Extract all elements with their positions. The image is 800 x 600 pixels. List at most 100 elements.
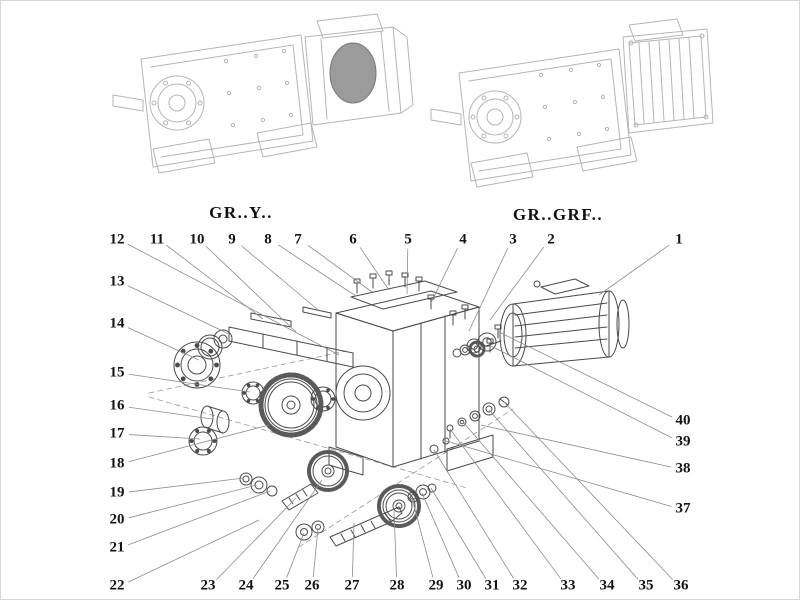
callout-number-23: 23	[200, 577, 216, 594]
callout-number-28: 28	[389, 577, 405, 594]
leader-line-28	[393, 510, 397, 578]
leader-line-7	[307, 244, 373, 293]
leader-line-30	[421, 492, 460, 578]
leader-line-21	[128, 490, 271, 546]
callout-number-38: 38	[675, 460, 691, 477]
lower-gear	[377, 484, 421, 528]
leader-line-6	[359, 247, 390, 291]
leader-line-22	[127, 519, 260, 583]
callout-number-31: 31	[484, 577, 500, 594]
large-gear	[258, 372, 324, 438]
exploded-view	[148, 270, 630, 548]
leader-line-40	[498, 331, 673, 418]
callout-number-33: 33	[560, 577, 576, 594]
callout-number-15: 15	[109, 364, 125, 381]
leader-line-15	[128, 373, 251, 393]
callout-number-24: 24	[238, 577, 254, 594]
callout-number-14: 14	[109, 315, 125, 332]
callout-number-34: 34	[599, 577, 615, 594]
leader-line-24	[252, 479, 323, 579]
leader-line-34	[462, 421, 600, 580]
variant-label-gr-grf: GR..GRF..	[512, 205, 604, 224]
callout-number-40: 40	[675, 412, 691, 429]
leader-line-10	[205, 245, 297, 333]
leader-line-37	[445, 440, 672, 507]
callout-number-35: 35	[638, 577, 654, 594]
callout-number-2: 2	[547, 231, 555, 248]
callout-number-6: 6	[349, 231, 357, 248]
assembled-gearmotor-gr-grf	[430, 18, 714, 188]
leader-line-18	[128, 424, 270, 463]
pinion-shaft	[281, 483, 319, 511]
motor-body-shading	[329, 42, 377, 104]
leader-line-17	[128, 434, 201, 440]
plug	[442, 437, 450, 445]
second-gear	[307, 450, 349, 492]
leader-line-32	[433, 449, 514, 579]
callout-number-36: 36	[673, 577, 689, 594]
callout-number-7: 7	[294, 231, 302, 248]
input-shaft-hardware	[452, 332, 497, 358]
callout-number-12: 12	[109, 231, 125, 248]
cover-bolts	[353, 270, 469, 326]
leader-line-29	[411, 497, 434, 578]
drain-plug	[429, 444, 439, 454]
callout-number-4: 4	[459, 231, 467, 248]
assembled-gearmotor-gr-y	[112, 13, 414, 174]
callout-number-18: 18	[109, 455, 125, 472]
leader-line-35	[488, 409, 639, 580]
leader-line-9	[241, 245, 318, 310]
leader-line-2	[489, 246, 545, 321]
leader-line-33	[449, 428, 562, 580]
callout-number-5: 5	[404, 231, 412, 248]
leader-line-3	[468, 247, 509, 332]
leader-line-8	[277, 244, 357, 297]
callout-number-37: 37	[675, 500, 691, 517]
fan-shroud	[622, 28, 714, 134]
callout-number-21: 21	[109, 539, 125, 556]
callout-number-11: 11	[149, 231, 165, 248]
leader-line-19	[128, 477, 245, 493]
leader-line-5	[406, 248, 409, 295]
callout-number-1: 1	[675, 231, 683, 248]
callout-number-27: 27	[344, 577, 360, 594]
leader-line-13	[127, 285, 230, 335]
leader-line-20	[128, 484, 258, 519]
callout-number-8: 8	[264, 231, 272, 248]
callout-number-29: 29	[428, 577, 444, 594]
callout-number-22: 22	[109, 577, 125, 594]
leader-line-1	[598, 244, 670, 296]
callout-number-30: 30	[456, 577, 472, 594]
variant-label-gr-y: GR..Y..	[209, 203, 273, 222]
callout-number-17: 17	[109, 425, 125, 442]
leader-line-16	[128, 406, 213, 420]
callout-number-32: 32	[512, 577, 528, 594]
leader-line-27	[351, 522, 355, 578]
callout-number-16: 16	[109, 397, 125, 414]
callout-number-10: 10	[189, 231, 205, 248]
callout-number-13: 13	[109, 273, 125, 290]
leader-line-14	[127, 327, 200, 361]
callout-number-3: 3	[509, 231, 517, 248]
leader-line-36	[503, 401, 673, 580]
adapter-fasteners	[446, 396, 510, 439]
leader-line-38	[480, 424, 672, 468]
leader-line-39	[490, 345, 673, 439]
leader-line-26	[312, 527, 319, 578]
leader-line-23	[216, 497, 297, 580]
housing-cover	[350, 280, 458, 310]
leader-line-12	[127, 243, 340, 356]
leader-line-25	[286, 532, 305, 578]
callout-number-9: 9	[228, 231, 236, 248]
shaft-key-small	[302, 306, 332, 319]
leader-line-4	[430, 247, 458, 304]
callout-number-26: 26	[304, 577, 320, 594]
callout-number-20: 20	[109, 511, 125, 528]
leader-line-31	[430, 487, 487, 579]
callout-number-39: 39	[675, 433, 691, 450]
callout-number-25: 25	[274, 577, 290, 594]
callout-number-19: 19	[109, 484, 125, 501]
